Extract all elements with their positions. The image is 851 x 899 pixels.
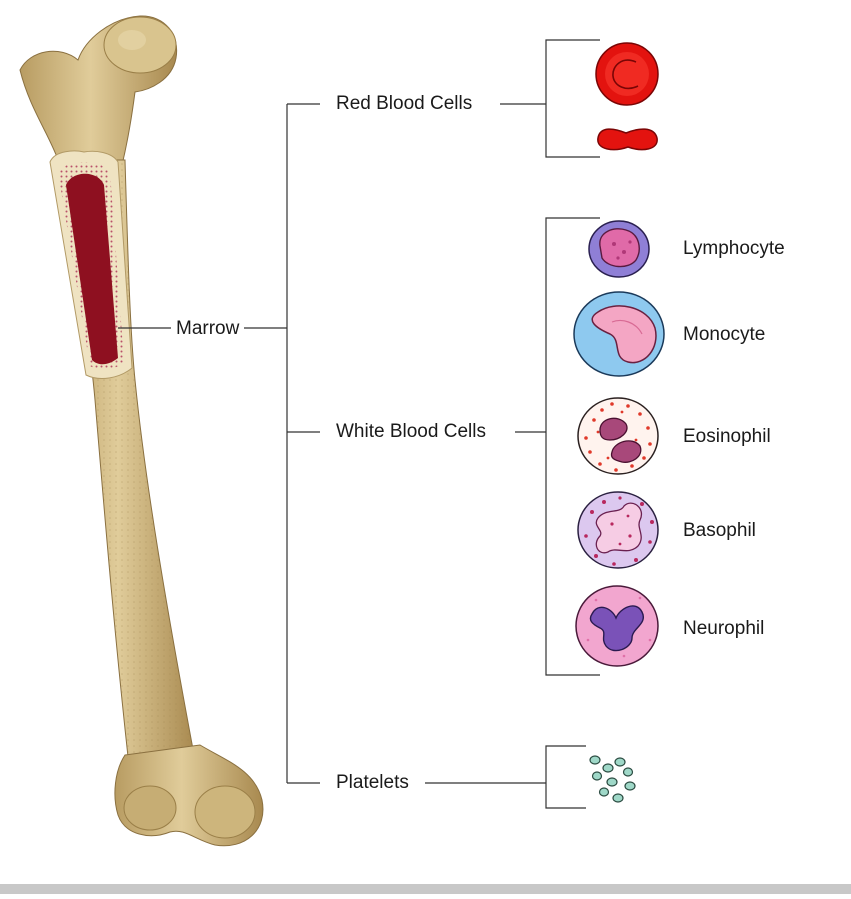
eosinophil-icon — [578, 398, 658, 474]
red-blood-cells-label: Red Blood Cells — [331, 93, 477, 115]
bottom-bar — [0, 884, 851, 894]
monocyte-icon — [574, 292, 664, 376]
lymphocyte-icon — [589, 221, 649, 277]
white-blood-cells-label: White Blood Cells — [331, 421, 491, 443]
basophil-label: Basophil — [683, 520, 756, 542]
red-blood-cell-front-icon — [596, 43, 658, 105]
platelets-icon — [590, 756, 635, 802]
neutrophil-icon — [576, 586, 658, 666]
lymphocyte-label: Lymphocyte — [683, 238, 785, 260]
platelets-label: Platelets — [331, 772, 414, 794]
red-blood-cell-side-icon — [598, 129, 657, 149]
basophil-icon — [578, 492, 658, 568]
neurophil-label: Neurophil — [683, 618, 764, 640]
eosinophil-label: Eosinophil — [683, 426, 771, 448]
monocyte-label: Monocyte — [683, 324, 765, 346]
marrow-label: Marrow — [171, 318, 244, 340]
femur-bone — [20, 16, 263, 846]
